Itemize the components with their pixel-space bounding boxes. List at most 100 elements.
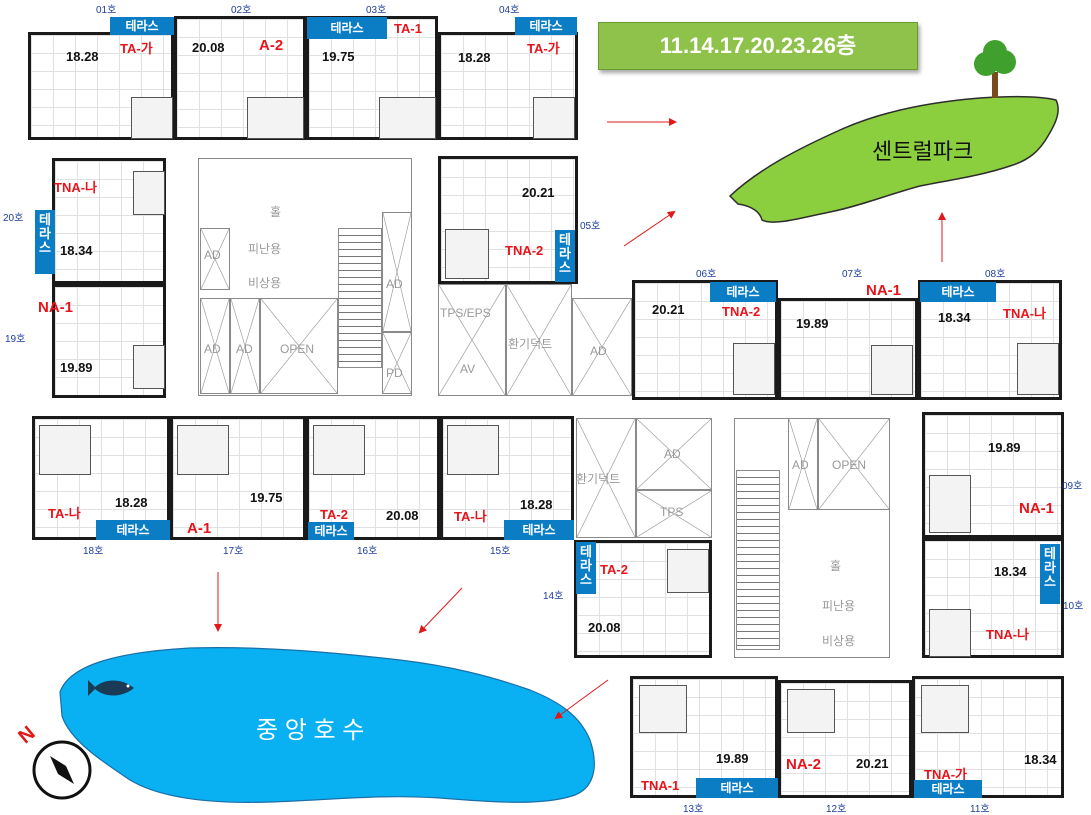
unit-01[interactable]	[28, 32, 174, 140]
area-05: 20.21	[522, 185, 555, 200]
type-19: NA-1	[38, 299, 74, 316]
type-14: TA-2	[600, 562, 628, 577]
unit-number-09: 09호	[1062, 481, 1083, 492]
central-park-label: 센트럴파크	[872, 139, 974, 164]
area-11: 18.34	[1024, 752, 1057, 767]
unit-number-11: 11호	[970, 804, 990, 815]
area-16: 20.08	[386, 508, 419, 523]
type-13: TNA-1	[641, 778, 680, 793]
unit-number-17: 17호	[223, 546, 244, 557]
type-06: TNA-2	[722, 304, 761, 319]
unit-02[interactable]	[174, 16, 306, 140]
terrace-03: 테라스	[307, 17, 387, 39]
unit-number-03: 03호	[366, 5, 387, 16]
duct-ad-3	[230, 298, 260, 394]
unit-15[interactable]	[440, 416, 574, 540]
unit-16[interactable]	[306, 416, 440, 540]
area-14: 20.08	[588, 620, 621, 635]
label-tps: TPS	[660, 505, 684, 519]
duct-vent-2	[576, 418, 636, 538]
unit-number-19: 19호	[5, 334, 26, 345]
duct-tps	[636, 490, 712, 538]
duct-pd	[382, 332, 412, 394]
terrace-05: 테라스	[555, 230, 575, 282]
unit-09[interactable]	[922, 412, 1064, 538]
unit-12[interactable]	[778, 680, 912, 798]
type-05: TNA-2	[505, 243, 544, 258]
label-ad-5: AD	[590, 344, 607, 358]
duct-tps-eps	[438, 284, 506, 396]
unit-19[interactable]	[52, 284, 166, 398]
unit-14[interactable]	[574, 540, 712, 658]
unit-11[interactable]	[912, 676, 1064, 798]
type-18: TA-나	[48, 506, 81, 521]
duct-ad-6	[636, 418, 712, 490]
unit-20[interactable]	[52, 158, 166, 284]
area-18: 18.28	[115, 495, 148, 510]
terrace-04: 테라스	[515, 17, 577, 35]
label-hall-2: 홀	[830, 559, 842, 573]
label-ad-6: AD	[664, 447, 681, 461]
label-vent-2: 환기덕트	[576, 472, 621, 486]
area-01: 18.28	[66, 49, 99, 64]
area-13: 19.89	[716, 751, 749, 766]
unit-17[interactable]	[170, 416, 306, 540]
type-10: TNA-나	[986, 627, 1030, 642]
area-07: 19.89	[796, 316, 829, 331]
duct-ad-1	[200, 228, 230, 290]
area-15: 18.28	[520, 497, 553, 512]
duct-ad-2	[200, 298, 230, 394]
label-ad-4: AD	[386, 277, 403, 291]
label-hall-1: 홀	[270, 205, 282, 219]
unit-number-16: 16호	[357, 546, 378, 557]
terrace-06: 테라스	[710, 282, 776, 302]
unit-10[interactable]	[922, 538, 1064, 658]
area-03: 19.75	[322, 49, 355, 64]
unit-18[interactable]	[32, 416, 170, 540]
label-emergency-1: 비상용	[248, 276, 282, 290]
type-17: A-1	[187, 520, 212, 537]
duct-open	[260, 298, 338, 394]
area-20: 18.34	[60, 243, 93, 258]
type-12: NA-2	[786, 756, 822, 773]
label-av-1: AV	[460, 362, 476, 376]
unit-number-18: 18호	[83, 546, 104, 557]
unit-04[interactable]	[438, 32, 578, 140]
terrace-18: 테라스	[96, 520, 170, 540]
area-19: 19.89	[60, 360, 93, 375]
stair-2	[736, 470, 780, 650]
label-open-1: OPEN	[280, 342, 315, 356]
area-06: 20.21	[652, 302, 685, 317]
label-refuge-2: 피난용	[822, 599, 856, 613]
type-01: TA-가	[120, 41, 153, 56]
duct-ad-7	[788, 418, 818, 510]
terrace-11: 테라스	[914, 780, 982, 798]
area-10: 18.34	[994, 564, 1027, 579]
unit-05[interactable]	[438, 156, 578, 284]
compass-icon	[32, 740, 92, 800]
unit-06[interactable]	[632, 280, 778, 400]
unit-number-05: 05호	[580, 221, 601, 232]
duct-vent-1	[506, 284, 572, 396]
area-09: 19.89	[988, 440, 1021, 455]
label-vent-1: 환기덕트	[508, 337, 553, 351]
unit-number-13: 13호	[683, 804, 704, 815]
duct-ad-5	[572, 298, 632, 396]
area-02: 20.08	[192, 40, 225, 55]
unit-number-02: 02호	[231, 5, 252, 16]
central-lake-label: 중 앙 호 수	[256, 717, 365, 744]
unit-07[interactable]	[778, 298, 918, 400]
label-tps-eps: TPS/EPS	[440, 306, 491, 320]
type-16: TA-2	[320, 507, 348, 522]
label-ad-7: AD	[792, 458, 809, 472]
label-open-2: OPEN	[832, 458, 867, 472]
unit-number-06: 06호	[696, 269, 717, 280]
terrace-01: 테라스	[110, 17, 174, 35]
terrace-10: 테라스	[1040, 544, 1060, 604]
label-ad-2: AD	[204, 342, 221, 356]
compass-north-label: N	[14, 722, 40, 749]
terrace-20: 테라스	[35, 210, 55, 274]
unit-number-12: 12호	[826, 804, 847, 815]
unit-13[interactable]	[630, 676, 778, 798]
tree-icon	[974, 40, 1016, 98]
